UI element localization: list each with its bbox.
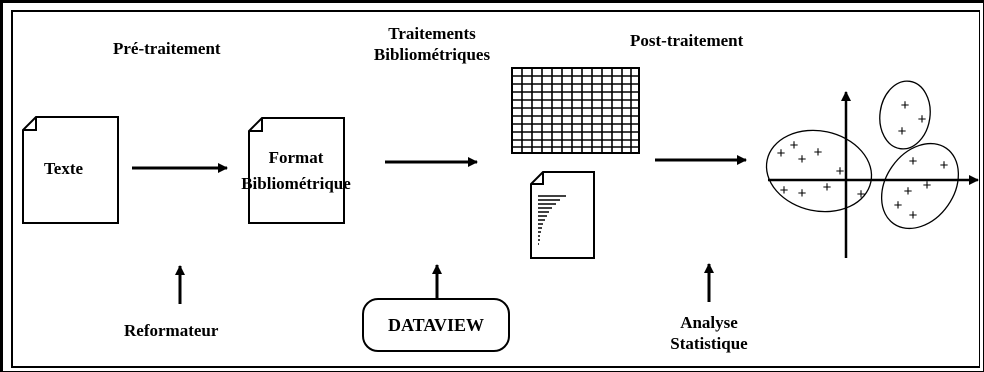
reformat-tool-label: Reformateur (124, 321, 219, 340)
cluster-left (765, 129, 873, 213)
format-document-line1: Format (268, 148, 324, 167)
stage-treatments-line1: Traitements (388, 24, 476, 43)
point: + (923, 177, 932, 194)
point: + (894, 197, 903, 214)
stage-treatments-line2: Bibliométriques (373, 45, 491, 64)
point: + (790, 137, 799, 154)
point: + (823, 179, 832, 196)
stage-pre-label: Pré-traitement (113, 39, 221, 58)
point: + (940, 157, 949, 174)
point: + (909, 207, 918, 224)
text-document-label: Texte (44, 159, 84, 178)
point: + (857, 186, 866, 203)
stage-post-label: Post-traitement (630, 31, 744, 50)
point: + (814, 144, 823, 161)
stage-treatments-label: Traitements Bibliométriques (361, 23, 503, 65)
scatter-axes (768, 91, 979, 258)
report-document-icon (530, 171, 595, 259)
point: + (798, 185, 807, 202)
point: + (798, 151, 807, 168)
cluster-right (880, 142, 960, 230)
diagram-inner-border (11, 10, 980, 368)
cluster-top (879, 80, 931, 150)
dataview-button[interactable]: DATAVIEW (362, 298, 510, 352)
point: + (909, 153, 918, 170)
point: + (898, 123, 907, 140)
point: + (904, 183, 913, 200)
text-document-icon (22, 116, 119, 224)
grid-table-icon (511, 67, 640, 154)
point: + (918, 111, 927, 128)
analysis-tool-label: Analyse Statistique (655, 312, 763, 354)
format-document-line2: Bibliométrique (241, 174, 351, 193)
format-document-label: Format Bibliométrique (230, 145, 362, 197)
cluster-points: + + + + + + + + + + + + + + + + + + (777, 97, 949, 224)
analysis-line1: Analyse (680, 313, 738, 332)
point: + (901, 97, 910, 114)
point: + (777, 145, 786, 162)
analysis-line2: Statistique (670, 334, 748, 353)
point: + (836, 163, 845, 180)
point: + (780, 182, 789, 199)
format-document-icon (248, 117, 345, 224)
